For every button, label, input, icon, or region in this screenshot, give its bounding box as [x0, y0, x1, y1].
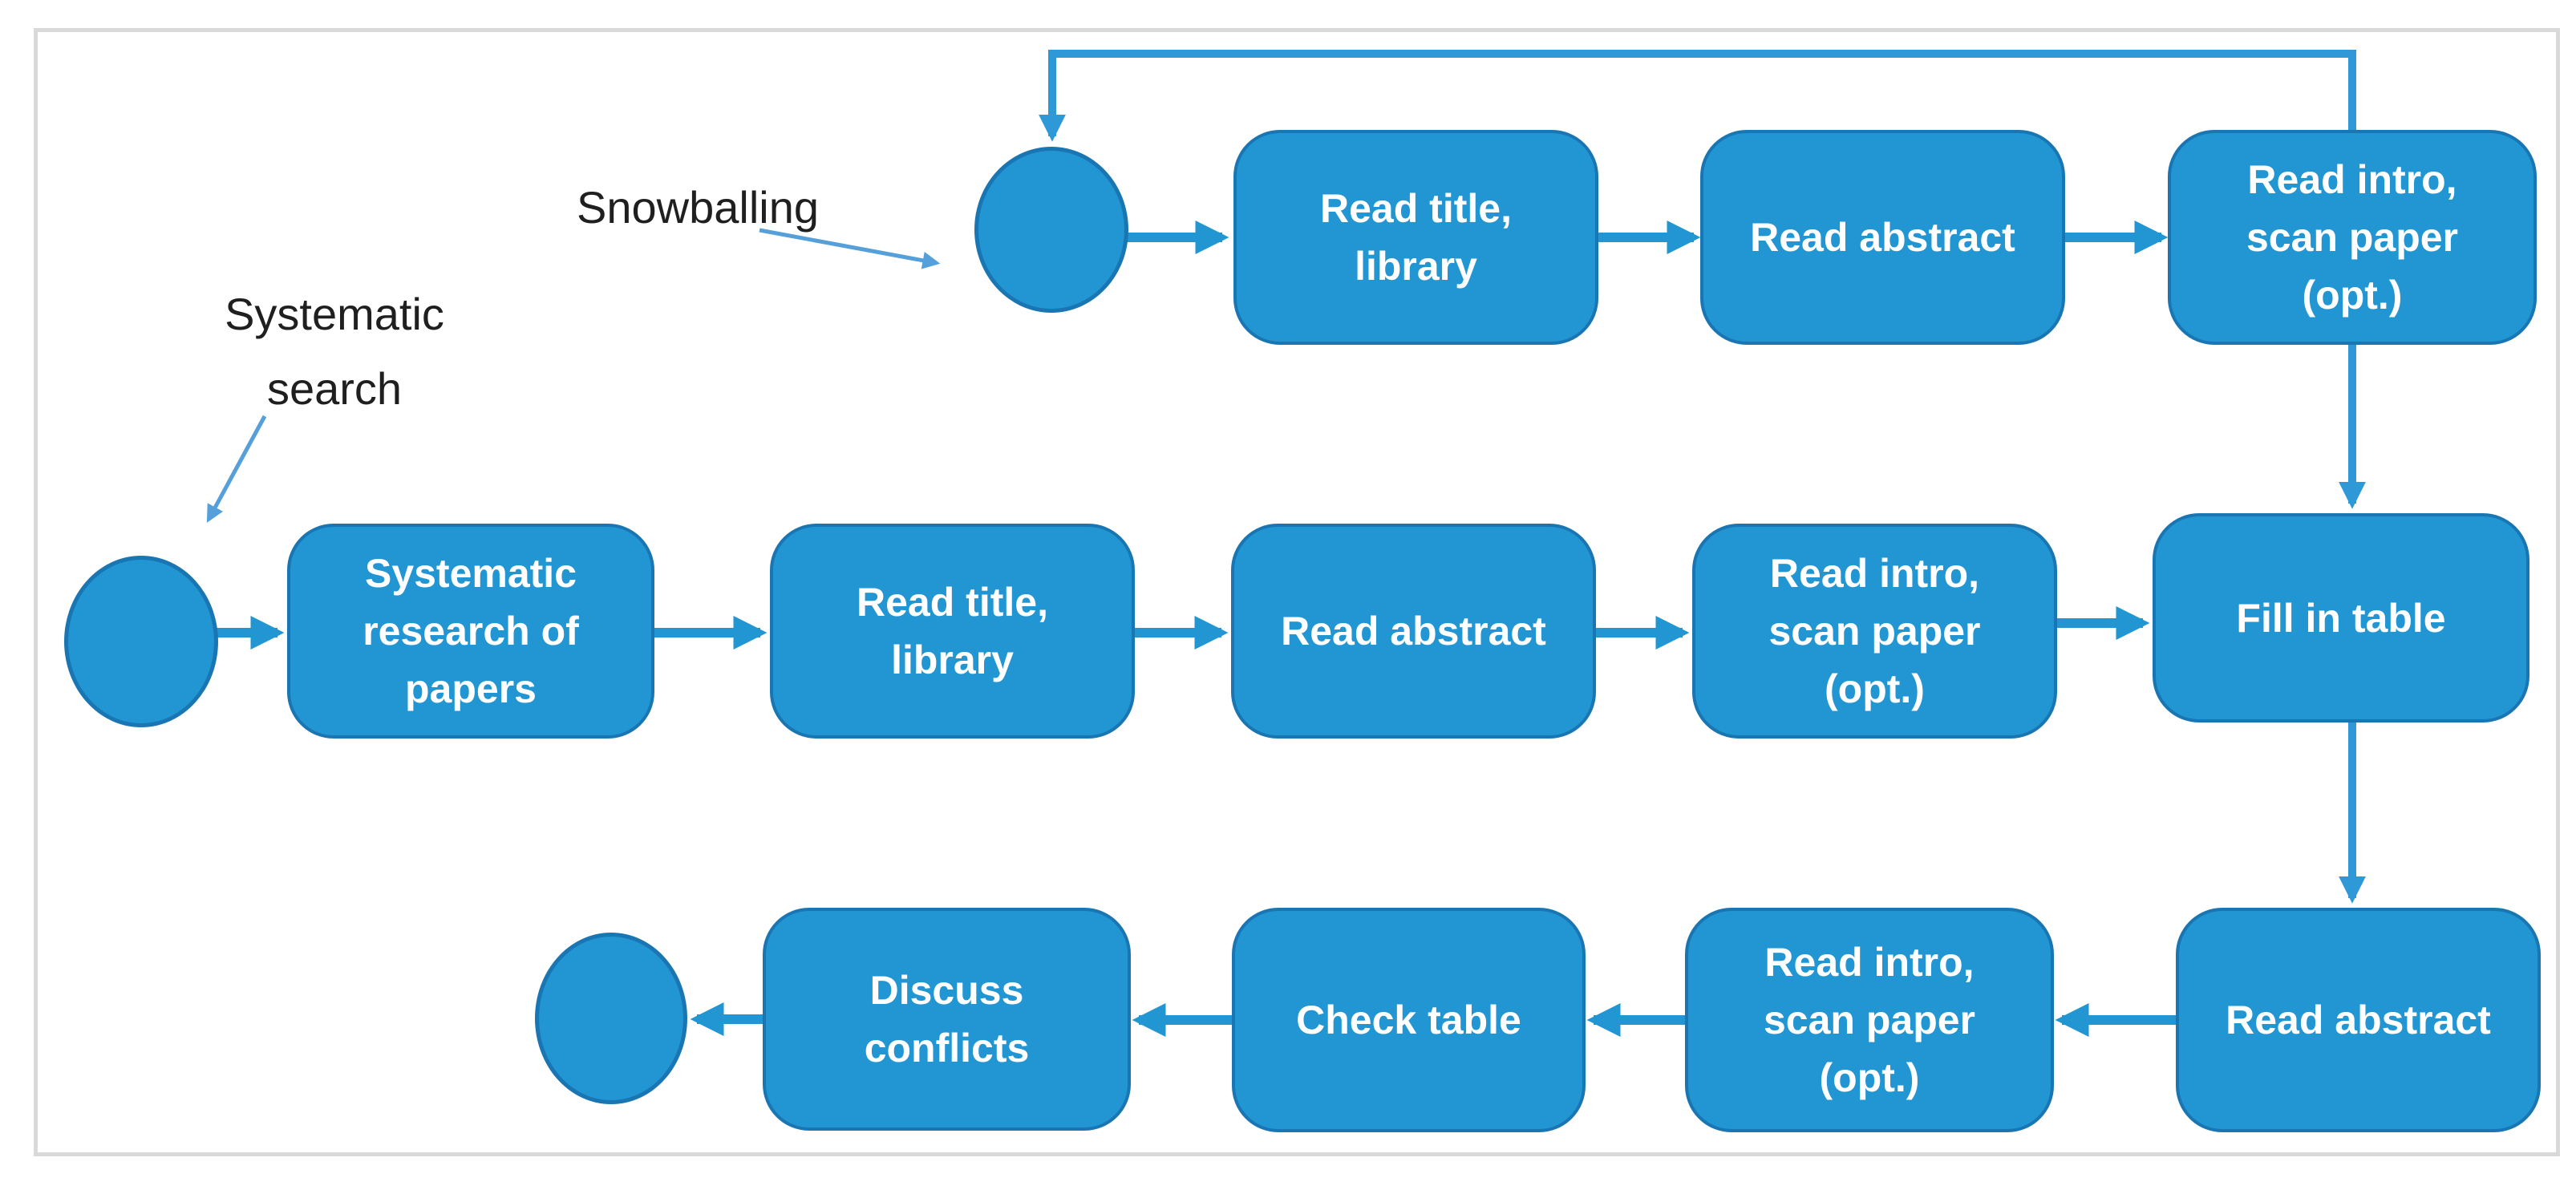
process-box-check-table: Check table	[1232, 908, 1586, 1132]
process-box-systematic-research: Systematic research of papers	[287, 524, 654, 739]
process-box-read-abstract-systematic: Read abstract	[1231, 524, 1596, 739]
connector-feedback-loop	[1039, 50, 2356, 142]
snowballing-pointer-arrow	[759, 228, 941, 269]
process-box-read-intro-review: Read intro, scan paper (opt.)	[1685, 908, 2054, 1132]
start-node-snowballing	[974, 147, 1128, 313]
process-box-discuss-conflicts: Discuss conflicts	[763, 908, 1131, 1131]
end-node	[535, 933, 687, 1104]
figure-frame	[34, 28, 2560, 1156]
process-box-read-intro-systematic: Read intro, scan paper (opt.)	[1692, 524, 2057, 739]
process-box-read-title-library-snowballing: Read title, library	[1233, 130, 1598, 345]
process-box-read-intro-snowballing: Read intro, scan paper (opt.)	[2168, 130, 2537, 345]
process-box-read-title-library-systematic: Read title, library	[770, 524, 1135, 739]
snowballing-label: Snowballing	[577, 182, 819, 233]
systematic-search-label: Systematic search	[225, 289, 444, 414]
process-box-read-abstract-snowballing: Read abstract	[1700, 130, 2065, 345]
start-node-systematic	[64, 556, 218, 727]
systematic-search-pointer-arrow	[206, 415, 267, 523]
process-box-read-abstract-review: Read abstract	[2176, 908, 2541, 1132]
process-box-fill-in-table: Fill in table	[2153, 513, 2529, 722]
